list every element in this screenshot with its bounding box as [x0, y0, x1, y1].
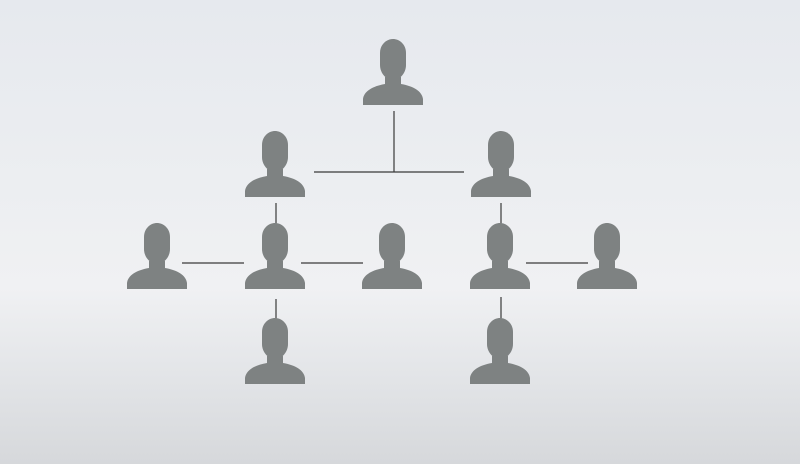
person-icon-right-lead-report — [470, 318, 530, 384]
person-icon-left-lead-peer-right — [362, 223, 422, 289]
person-icon-right-lead-peer-right — [577, 223, 637, 289]
person-icon-left-lead-report — [245, 318, 305, 384]
person-icon-right-lead — [470, 223, 530, 289]
person-icon-root — [363, 39, 423, 105]
person-icon-left-manager — [245, 131, 305, 197]
person-icon-left-lead — [245, 223, 305, 289]
person-icon-left-lead-peer-left — [127, 223, 187, 289]
person-icon-right-manager — [471, 131, 531, 197]
